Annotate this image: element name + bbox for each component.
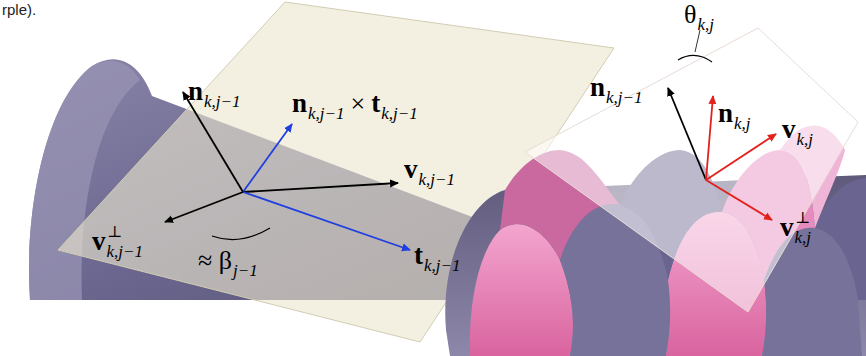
subscript: k,j−1	[424, 256, 461, 275]
subscript: k,j	[795, 228, 812, 247]
vector-symbol: n	[718, 98, 733, 128]
math-label: vk,j	[782, 116, 813, 148]
math-symbol: ≈ β	[198, 246, 232, 275]
math-symbol: ×	[351, 89, 366, 118]
vector-symbol: v	[404, 154, 418, 184]
math-symbol: θ	[684, 0, 696, 29]
subscript: k,j−1	[381, 104, 418, 123]
subscript: k,j−1	[419, 170, 456, 189]
vector-symbol: v	[92, 226, 106, 256]
math-label: nk,j−1	[188, 78, 241, 110]
math-label: nk,j−1×tk,j−1	[292, 90, 418, 122]
subscript: k,j−1	[107, 242, 144, 261]
vector-symbol: t	[371, 88, 380, 118]
subscript: k,j	[797, 130, 814, 149]
math-label: θk,j	[684, 2, 714, 33]
superscript: ⊥	[795, 210, 810, 226]
subscript: k,j	[734, 114, 751, 133]
math-label: v⊥k,j−1	[92, 228, 143, 260]
subscript: k,j−1	[606, 88, 643, 107]
math-label: rple).	[2, 2, 36, 18]
vector-symbol: v	[782, 114, 796, 144]
vector-symbol: v	[780, 212, 794, 242]
subscript: j−1	[233, 261, 258, 280]
math-label: ≈ βj−1	[198, 248, 258, 279]
vector-symbol: n	[188, 76, 203, 106]
superscript: ⊥	[107, 224, 122, 240]
text-fragment: rple).	[2, 1, 36, 18]
subscript: k,j	[697, 15, 714, 34]
math-label: vk,j−1	[404, 156, 455, 188]
vector-symbol: n	[292, 88, 307, 118]
math-label: nk,j−1	[590, 74, 643, 106]
math-label: v⊥k,j	[780, 214, 811, 246]
math-label: tk,j−1	[414, 242, 461, 274]
subscript: k,j−1	[308, 104, 345, 123]
vector-symbol: t	[414, 240, 423, 270]
math-label: nk,j	[718, 100, 751, 132]
subscript: k,j−1	[204, 92, 241, 111]
vector-symbol: n	[590, 72, 605, 102]
